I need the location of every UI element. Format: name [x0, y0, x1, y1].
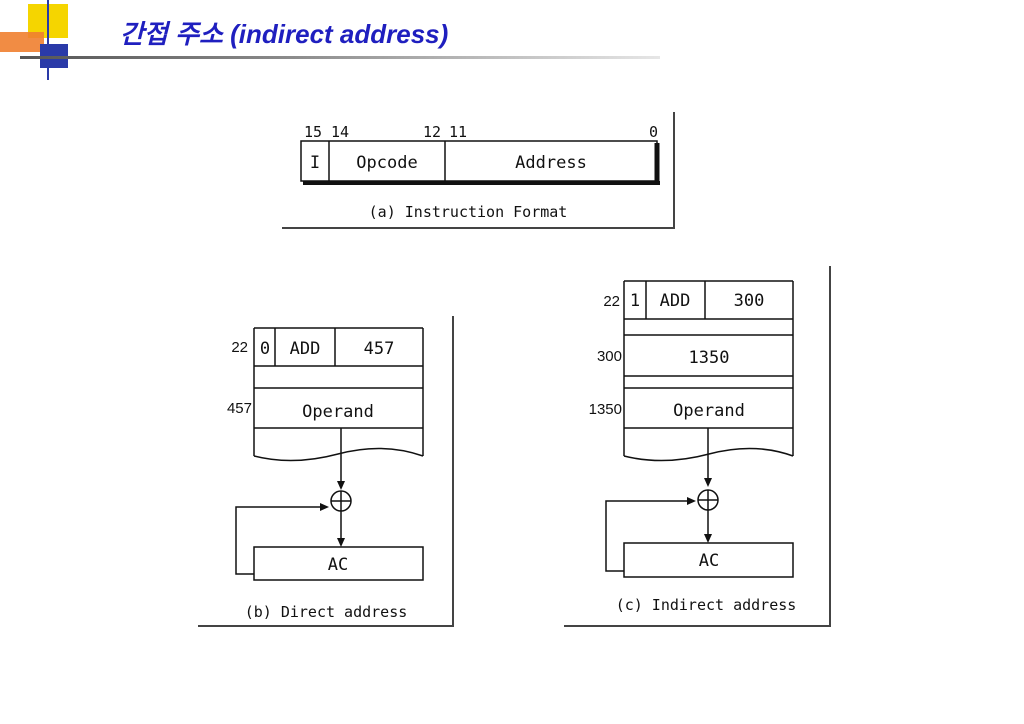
- ac-register-label: AC: [328, 555, 348, 575]
- bit-label-14: 14: [331, 123, 349, 141]
- arrowhead-right: [320, 503, 329, 511]
- instruction-word-box: [300, 140, 658, 182]
- bit-label-0: 0: [649, 123, 658, 141]
- i-bit-cell: 1: [630, 291, 640, 311]
- figure-indirect-address: 22 1 ADD 300 300 1350 1350 Operand AC (c…: [564, 266, 831, 627]
- address-label-457: 457: [227, 400, 252, 417]
- field-opcode: Opcode: [356, 153, 417, 173]
- address-label-22: 22: [603, 293, 620, 310]
- arrowhead-right: [687, 497, 696, 505]
- figure-instruction-format: 15 14 12 11 0 I Opcode Address (a) Instr…: [282, 112, 675, 229]
- opcode-cell: ADD: [290, 339, 321, 359]
- ac-register-box: [623, 542, 794, 578]
- instruction-format-diagram: 15 14 12 11 0 I Opcode Address (a) Instr…: [282, 112, 675, 229]
- field-i: I: [310, 153, 320, 173]
- arrowhead-down: [704, 478, 712, 487]
- caption-indirect-address: (c) Indirect address: [616, 596, 797, 614]
- address-label-1350: 1350: [589, 401, 622, 418]
- ac-register-label: AC: [699, 551, 719, 571]
- arrowhead-down: [704, 534, 712, 543]
- i-bit-cell: 0: [260, 339, 270, 359]
- memory-break-curve: [623, 447, 794, 462]
- indirect-address-diagram: 22 1 ADD 300 300 1350 1350 Operand AC (c…: [564, 266, 831, 627]
- caption-instruction-format: (a) Instruction Format: [369, 203, 568, 221]
- address-cell: 300: [734, 291, 765, 311]
- figure-direct-address: 22 0 ADD 457 457 Operand AC (b) Direct a…: [198, 316, 454, 627]
- arrowhead-down: [337, 481, 345, 490]
- operand-cell: Operand: [302, 402, 374, 422]
- slide-title: 간접 주소 (indirect address): [120, 19, 449, 49]
- ac-register-box: [253, 546, 424, 581]
- operand-cell: Operand: [673, 401, 745, 421]
- address-cell: 457: [364, 339, 395, 359]
- address-label-22: 22: [231, 339, 248, 356]
- bit-label-11: 11: [449, 123, 467, 141]
- memory-break-curve: [253, 447, 424, 462]
- feedback-loop: [605, 500, 689, 572]
- logo-orange-bar: [0, 32, 44, 52]
- arrowhead-down: [337, 538, 345, 547]
- field-address: Address: [515, 153, 587, 173]
- address-label-300: 300: [597, 348, 622, 365]
- caption-direct-address: (b) Direct address: [245, 603, 408, 621]
- pointer-cell: 1350: [689, 348, 730, 368]
- title-underline: [20, 56, 660, 59]
- logo-decoration: [0, 0, 110, 80]
- logo-shapes: [0, 0, 68, 80]
- opcode-cell: ADD: [660, 291, 691, 311]
- direct-address-diagram: 22 0 ADD 457 457 Operand AC (b) Direct a…: [198, 316, 454, 627]
- bit-label-12: 12: [423, 123, 441, 141]
- bit-label-15: 15: [304, 123, 322, 141]
- feedback-loop: [235, 506, 322, 575]
